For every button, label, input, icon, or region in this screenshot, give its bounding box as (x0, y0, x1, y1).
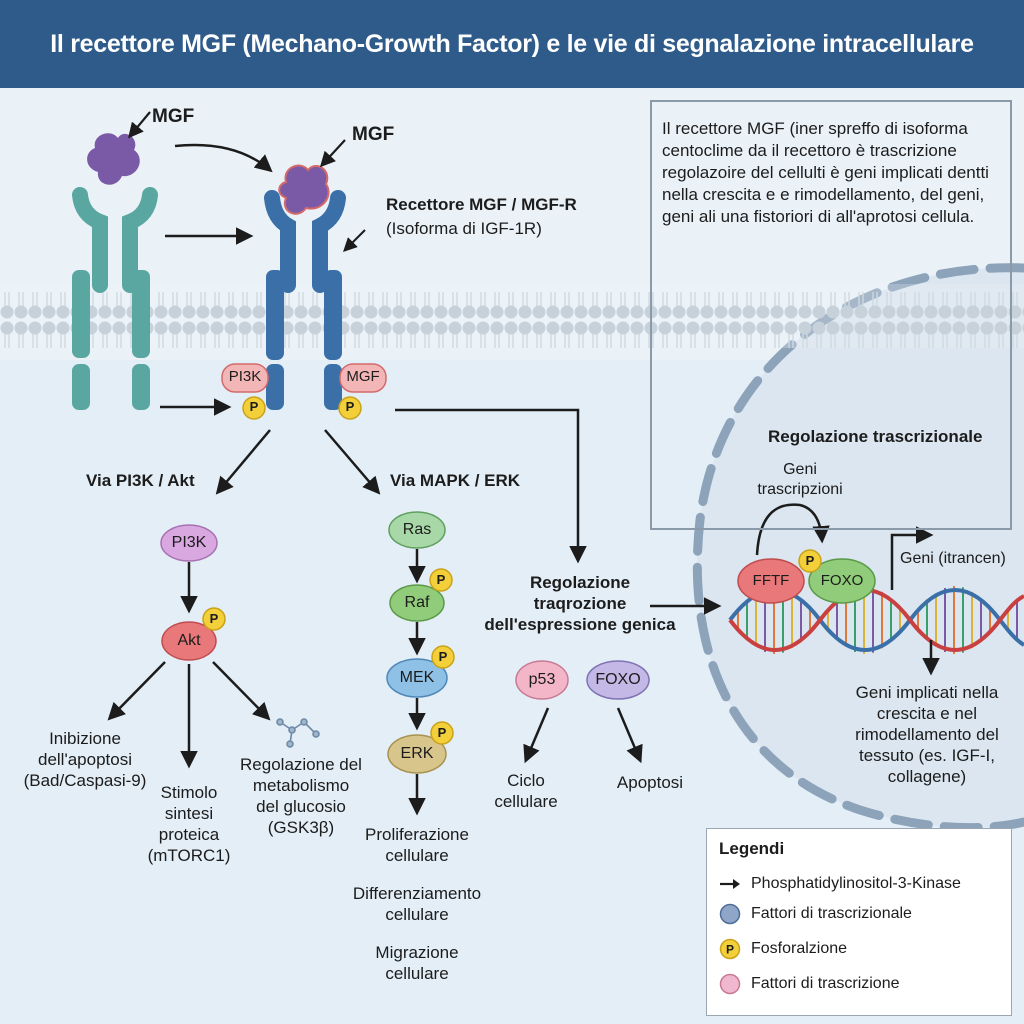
transcription-loop-arrow (755, 503, 830, 556)
phospho-foxo (798, 549, 822, 573)
label-mgf-left: MGF (152, 106, 195, 127)
node-foxo-dna (808, 558, 876, 604)
node-raf (389, 584, 445, 622)
p-receptor-right: P (345, 399, 355, 414)
phospho-p-icon: P (719, 938, 741, 960)
node-foxo-middle (586, 660, 650, 700)
mgf-ligand-free (87, 133, 140, 185)
cell-membrane (0, 284, 1024, 348)
node-fftf (737, 558, 805, 604)
arrow-icon (719, 873, 741, 895)
text-node-p53: p53 (528, 671, 556, 688)
akt-glucose-arrow (212, 661, 271, 721)
akt-apoptosis-arrow (107, 661, 166, 721)
text-node-pi3k: PI3K (171, 534, 207, 551)
label-geni-itrancen: Geni (itrancen) (900, 550, 1006, 567)
molecule-icon (276, 718, 320, 748)
node-akt (161, 621, 217, 661)
p-foxo: P (805, 553, 815, 568)
p-akt: P (209, 611, 219, 626)
legend-item-pink: Fattori di trascrizione (719, 973, 900, 995)
blue-circle-icon (719, 903, 741, 925)
mgf-pointer-left (128, 111, 151, 139)
text-node-akt: Akt (177, 632, 201, 649)
phospho-erk (430, 721, 454, 745)
phospho-p-glyph: P (726, 943, 734, 957)
label-transcriptional-regulation: Regolazione trascrizionale (768, 427, 983, 446)
node-erk (387, 734, 447, 774)
phospho-mek (431, 645, 455, 669)
tag-pi3k: PI3K (228, 368, 262, 385)
label-receptor-title: Recettore MGF / MGF-R (386, 195, 577, 214)
node-ras (388, 511, 446, 549)
info-box (650, 100, 1012, 530)
phospho-receptor-right (338, 396, 362, 420)
label-mgf-right: MGF (352, 124, 395, 145)
text-node-foxo-middle: FOXO (595, 671, 641, 688)
p-raf: P (436, 572, 446, 587)
legend-item-blue: Fattori di trascrizionale (719, 903, 912, 925)
text-node-fftf: FFTF (752, 572, 790, 589)
node-p53 (515, 660, 569, 700)
promoter-arrow (890, 526, 934, 590)
legend-panel: Legendi Phosphatidylinositol-3-Kinase Fa… (706, 828, 1012, 1016)
pink-circle-icon (719, 973, 741, 995)
tag-mgf: MGF (346, 368, 380, 385)
pi3k-tag-shape (221, 363, 269, 393)
pathway-diagram (0, 111, 1024, 1024)
label-via-mapk: Via MAPK / ERK (390, 471, 521, 490)
legend-title: Legendi (719, 839, 785, 858)
phospho-akt (202, 607, 226, 631)
label-via-pi3k: Via PI3K / Akt (86, 471, 195, 490)
info-text: Il recettore MGF (iner spreffo di isofor… (662, 119, 989, 226)
text-node-ras: Ras (402, 521, 432, 538)
mgf-tag-shape (339, 363, 387, 393)
p-mek: P (438, 649, 448, 664)
branch-pi3k-arrow (215, 429, 271, 495)
p-receptor-left: P (249, 399, 259, 414)
branch-nuclear-arrow (395, 408, 587, 564)
text-node-raf: Raf (404, 594, 430, 611)
mgf-ligand-bound (278, 164, 330, 215)
node-mek (386, 658, 448, 698)
text-node-erk: ERK (400, 745, 434, 762)
mgf-pointer-right (319, 139, 346, 168)
text-node-foxo-dna: FOXO (820, 572, 864, 589)
legend-item-arrow: Phosphatidylinositol-3-Kinase (719, 873, 961, 895)
nucleus (697, 267, 1024, 828)
phospho-receptor-left (242, 396, 266, 420)
receptor-inactive (72, 187, 158, 410)
branch-mapk-arrow (324, 429, 381, 495)
node-pi3k (160, 524, 218, 562)
phospho-raf (429, 568, 453, 592)
label-receptor-sub: (Isoforma di IGF-1R) (386, 219, 542, 238)
text-node-mek: MEK (399, 669, 435, 686)
page-title: Il recettore MGF (Mechano-Growth Factor)… (50, 29, 974, 58)
legend-item-phospho: P Fosforalzione (719, 938, 847, 960)
p-erk: P (437, 725, 447, 740)
receptor-active (264, 190, 346, 410)
receptor-pointer (343, 229, 366, 252)
out-apoptosis-foxo: Apoptosi (616, 773, 684, 792)
foxo-apoptosis-arrow (616, 707, 643, 764)
header-bar: Il recettore MGF (Mechano-Growth Factor)… (0, 0, 1024, 88)
p53-cycle-arrow (523, 707, 550, 764)
binding-arrow (174, 143, 273, 173)
